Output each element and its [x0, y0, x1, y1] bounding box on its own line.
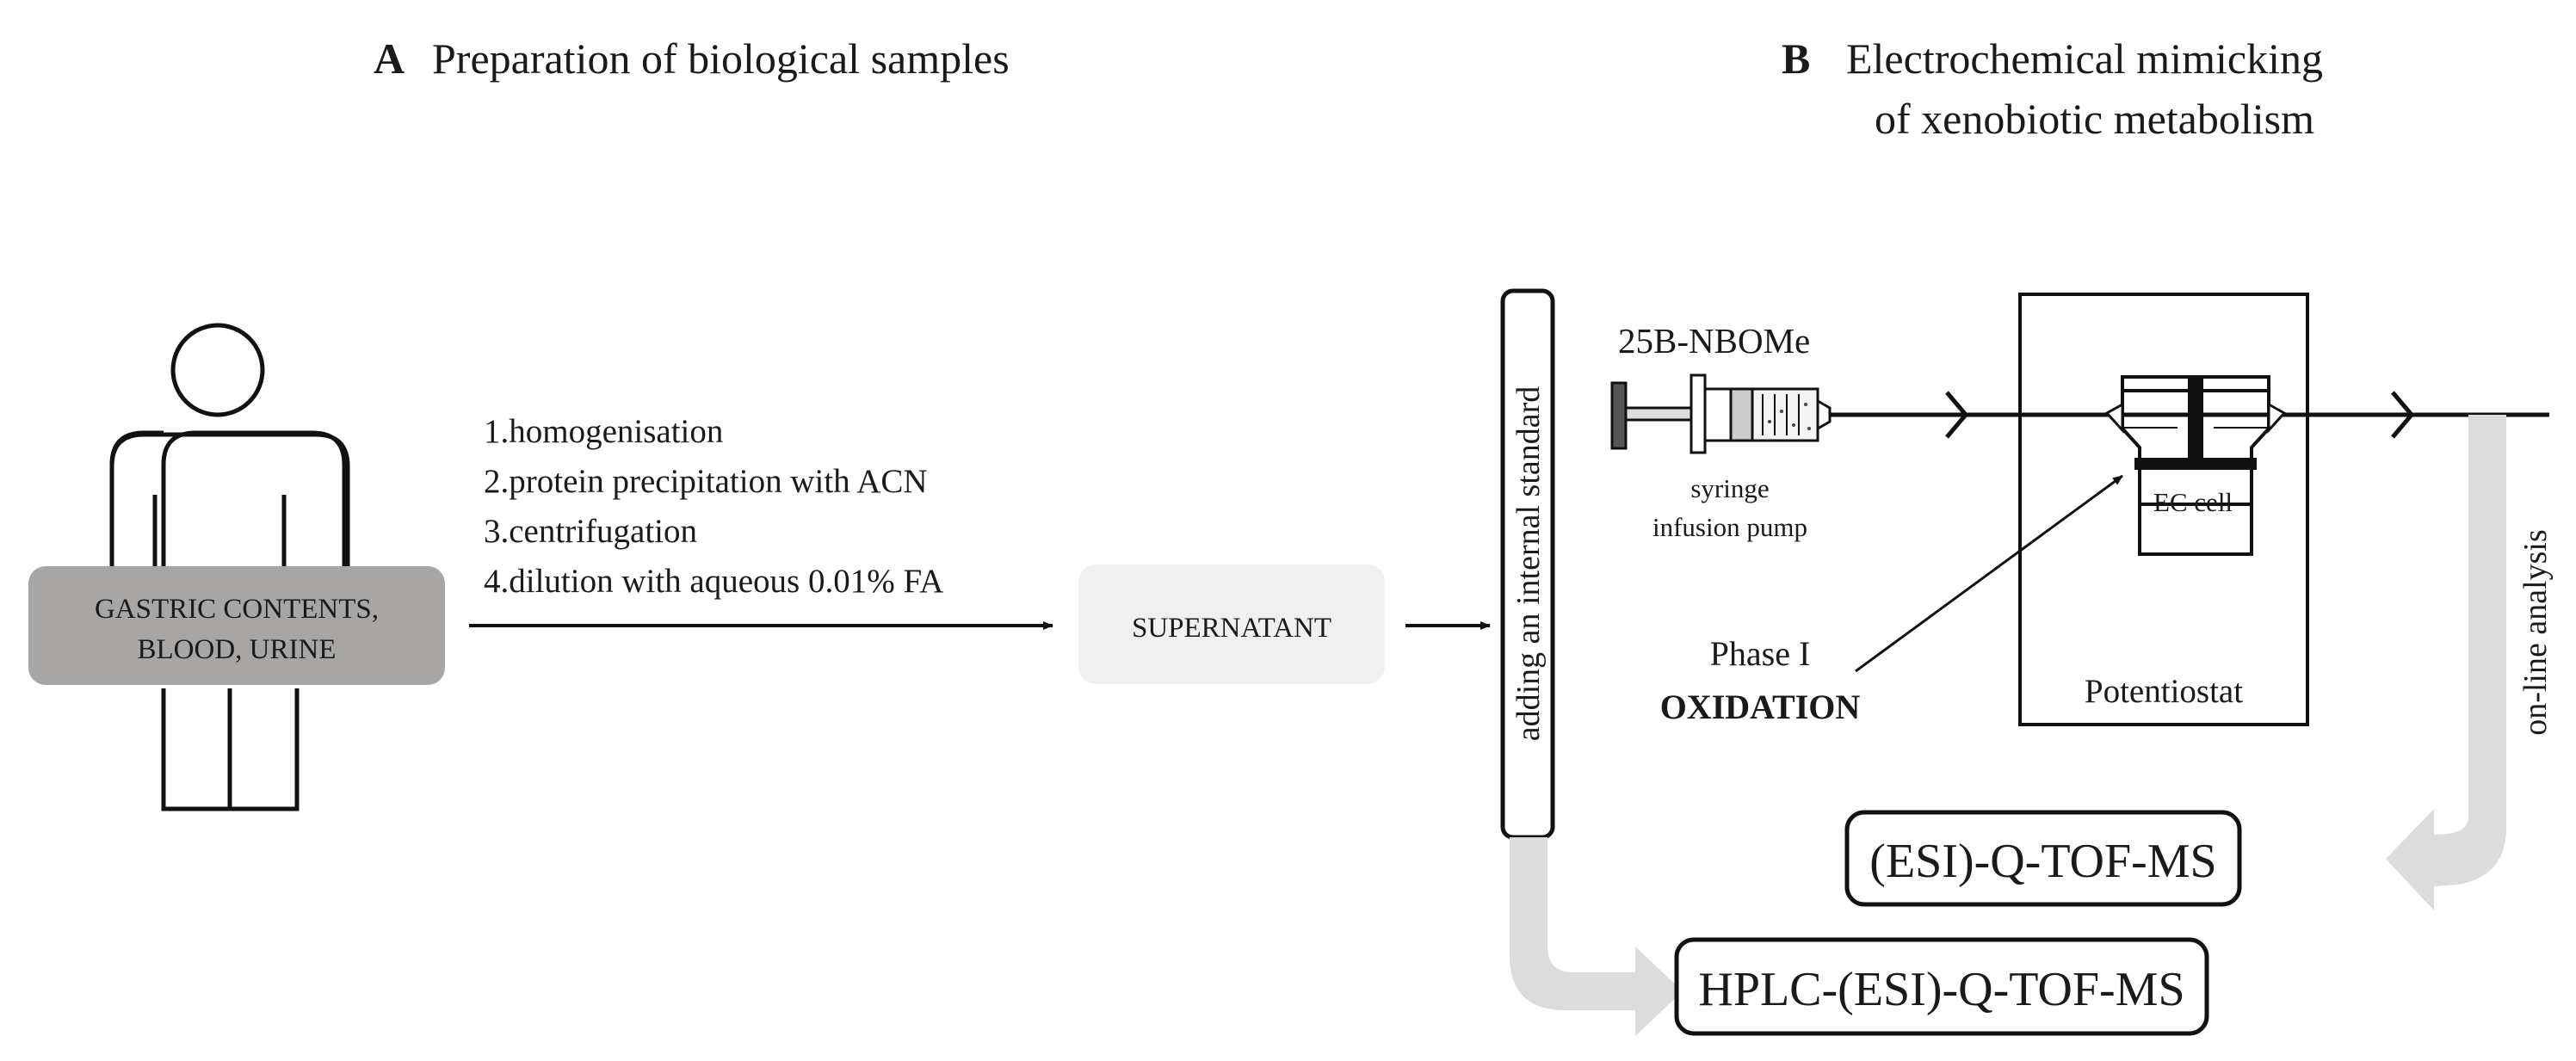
panel-b-title-line1: Electrochemical mimicking: [1846, 34, 2323, 83]
sample-label-line2: BLOOD, URINE: [138, 634, 337, 665]
ms-box-label: (ESI)-Q-TOF-MS: [1869, 835, 2216, 888]
syringe-icon: [1610, 373, 1832, 454]
internal-standard-label: adding an internal standard: [1510, 386, 1547, 742]
person-body-icon: [109, 432, 350, 566]
panel-b-title-line2: of xenobiotic metabolism: [1875, 95, 2314, 143]
phase-label: Phase I: [1710, 634, 1811, 673]
hplc-flow-arrow: [1510, 837, 1683, 1036]
online-analysis-label: on-line analysis: [2517, 529, 2554, 736]
panel-a-letter: A: [374, 34, 405, 83]
flow-chevron-icon: [2391, 391, 2415, 439]
hplc-ms-box: [1674, 937, 2209, 1036]
flow-chevron-icon: [1945, 391, 1969, 439]
compound-label: 25B-NBOMe: [1618, 321, 1810, 361]
supernatant-box: [1078, 564, 1385, 684]
ec-cell-icon: [2104, 375, 2287, 556]
sample-label-line1: GASTRIC CONTENTS,: [95, 594, 379, 625]
biological-sample-box: [28, 566, 445, 685]
potentiostat-box: [2018, 293, 2309, 726]
prep-step-2: 2.protein precipitation with ACN: [484, 463, 928, 500]
ec-cell-label: EC cell: [2153, 487, 2233, 517]
panel-a-title: Preparation of biological samples: [432, 34, 1010, 83]
hplc-ms-box-label: HPLC-(ESI)-Q-TOF-MS: [1698, 963, 2184, 1016]
prep-step-4: 4.dilution with aqueous 0.01% FA: [484, 563, 943, 600]
prep-step-1: 1.homogenisation: [484, 413, 723, 450]
supernatant-label: SUPERNATANT: [1132, 613, 1331, 644]
ms-box: [1844, 810, 2242, 907]
reaction-label: OXIDATION: [1660, 688, 1861, 726]
oxidation-pointer: [1855, 474, 2123, 673]
pump-label-line2: infusion pump: [1652, 512, 1807, 542]
panel-b-letter: B: [1782, 34, 1810, 83]
pump-label-line1: syringe: [1690, 473, 1769, 503]
potentiostat-label: Potentiostat: [2085, 673, 2243, 710]
prep-step-3: 3.centrifugation: [484, 513, 697, 550]
